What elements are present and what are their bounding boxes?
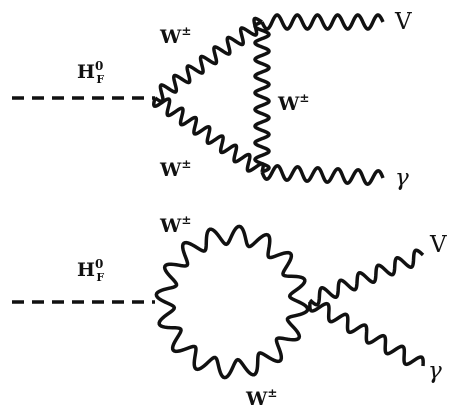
photon-propagator-2 xyxy=(308,301,425,367)
w-loop-2 xyxy=(154,224,310,380)
w-label-bottom-1: W± xyxy=(159,157,191,181)
v-label-1: V xyxy=(394,9,412,35)
v-label-2: V xyxy=(429,232,447,258)
gamma-label-2: γ xyxy=(428,358,442,384)
gamma-label-1: γ xyxy=(395,165,409,191)
w-propagator-right-1 xyxy=(253,20,271,174)
photon-propagator-1 xyxy=(260,163,385,187)
v-propagator-2 xyxy=(308,248,425,307)
w-propagator-top-1 xyxy=(154,16,263,104)
v-propagator-1 xyxy=(260,13,385,31)
w-propagator-bottom-1 xyxy=(152,97,265,173)
w-label-right-1: W± xyxy=(277,91,309,115)
w-label-top-2: W± xyxy=(159,213,191,237)
w-label-top-1: W± xyxy=(159,24,191,48)
w-label-bottom-2: W± xyxy=(245,386,277,410)
